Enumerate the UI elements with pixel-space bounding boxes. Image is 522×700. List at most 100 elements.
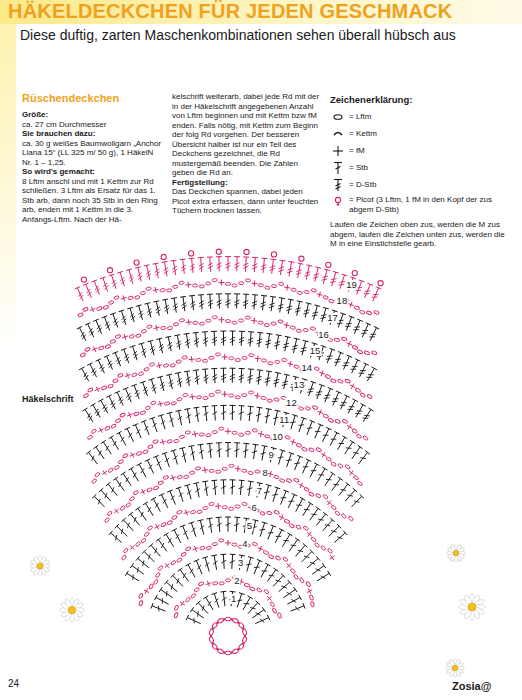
sc-symbol (224, 391, 225, 397)
stitch-symbol (281, 497, 287, 499)
chain-symbol (335, 419, 341, 424)
stitch-symbol (89, 452, 98, 464)
stitch-symbol (164, 580, 168, 585)
foundation-ring (211, 619, 245, 653)
stitch-symbol (87, 289, 91, 293)
legend-text: = fM (349, 146, 365, 156)
stitch-symbol (155, 269, 159, 273)
stitch-symbol (182, 302, 187, 305)
chain-symbol (357, 481, 363, 487)
sc-symbol (267, 596, 271, 600)
stitch-symbol (127, 573, 139, 581)
round-number: 5 (246, 521, 253, 531)
chain-symbol (274, 360, 280, 364)
stitch-symbol (159, 339, 162, 353)
chain-symbol (170, 560, 176, 566)
chain-symbol (274, 510, 280, 515)
stitch-symbol (83, 408, 88, 411)
stitch-symbol (180, 525, 186, 527)
stitch-symbol (156, 338, 162, 339)
stitch-symbol (336, 187, 341, 190)
stitch-symbol (340, 405, 346, 406)
chain-symbol (238, 319, 243, 322)
stitch-symbol (143, 502, 148, 505)
stitch-symbol (148, 312, 152, 316)
stitch-symbol (168, 337, 171, 351)
stitch-symbol (144, 552, 154, 562)
stitch-symbol (247, 488, 252, 490)
round-number: 16 (317, 330, 330, 340)
stitch-symbol (273, 568, 278, 572)
chain-symbol (289, 523, 295, 528)
stitch-symbol (333, 271, 339, 273)
stitch-symbol (159, 587, 162, 592)
chain-symbol (229, 394, 234, 397)
stitch-symbol (153, 499, 160, 512)
stitch-symbol (286, 459, 292, 461)
stitch-symbol (286, 309, 291, 311)
sc-symbol (207, 581, 209, 587)
stitch-symbol (340, 275, 345, 289)
chain-symbol (264, 434, 270, 438)
stitch-symbol (265, 343, 270, 345)
stitch-symbol (198, 294, 204, 296)
stitch-rounds (75, 249, 384, 655)
stitch-symbol (239, 378, 244, 380)
stitch-symbol (203, 375, 208, 378)
stitch-symbol (109, 531, 113, 536)
stitch-symbol (144, 265, 150, 266)
stitch-symbol (303, 466, 309, 467)
chain-symbol (202, 359, 207, 362)
legend-symbol (330, 178, 346, 192)
stitch-symbol (155, 503, 158, 508)
stitch-symbol (248, 481, 254, 483)
stitch-symbol (310, 464, 317, 477)
chain-symbol (282, 358, 288, 362)
stitch-symbol (325, 474, 333, 486)
chain-symbol (114, 295, 120, 299)
stitch-symbol (212, 412, 217, 415)
stitch-symbol (221, 411, 226, 414)
sc-symbol (185, 510, 187, 516)
stitch-symbol (159, 347, 163, 351)
stitch-symbol (207, 518, 213, 520)
stitch-symbol (120, 399, 124, 403)
stitch-symbol (79, 367, 84, 370)
daisy-decoration (60, 598, 85, 623)
chain-symbol (229, 507, 234, 510)
daisy-center (468, 603, 476, 611)
stitch-symbol (182, 453, 186, 457)
stitch-symbol (180, 259, 186, 261)
sc-symbol (256, 393, 258, 399)
stitch-symbol (169, 380, 173, 384)
round-number: 4 (241, 539, 248, 549)
stitch-symbol (184, 333, 190, 335)
chain-symbol (261, 359, 267, 363)
stitch-symbol (260, 619, 264, 623)
stitch-symbol (365, 451, 370, 455)
chain-symbol (341, 513, 347, 519)
sc-symbol (237, 466, 238, 472)
stitch-symbol (112, 403, 115, 408)
chain-symbol (242, 629, 247, 636)
stitch-symbol (280, 260, 286, 262)
stitch-symbol (352, 366, 358, 367)
chain-symbol (260, 511, 266, 515)
stitch-symbol (372, 296, 378, 297)
chain-symbol (271, 284, 277, 288)
stitch-symbol (346, 323, 352, 325)
stitch-symbol (121, 437, 124, 442)
stitch-symbol (261, 265, 266, 267)
stitch-symbol (275, 487, 281, 489)
stitch-symbol (88, 324, 94, 337)
picot-symbol (271, 252, 276, 257)
stitch-symbol (94, 281, 99, 295)
chain-symbol (366, 310, 372, 315)
stitch-symbol (318, 519, 324, 520)
stitch-symbol (356, 405, 363, 418)
stitch-symbol (254, 561, 260, 574)
stitch-symbol (226, 303, 231, 306)
chain-symbol (302, 447, 308, 452)
chain-symbol (356, 434, 362, 439)
stitch-symbol (367, 377, 373, 378)
